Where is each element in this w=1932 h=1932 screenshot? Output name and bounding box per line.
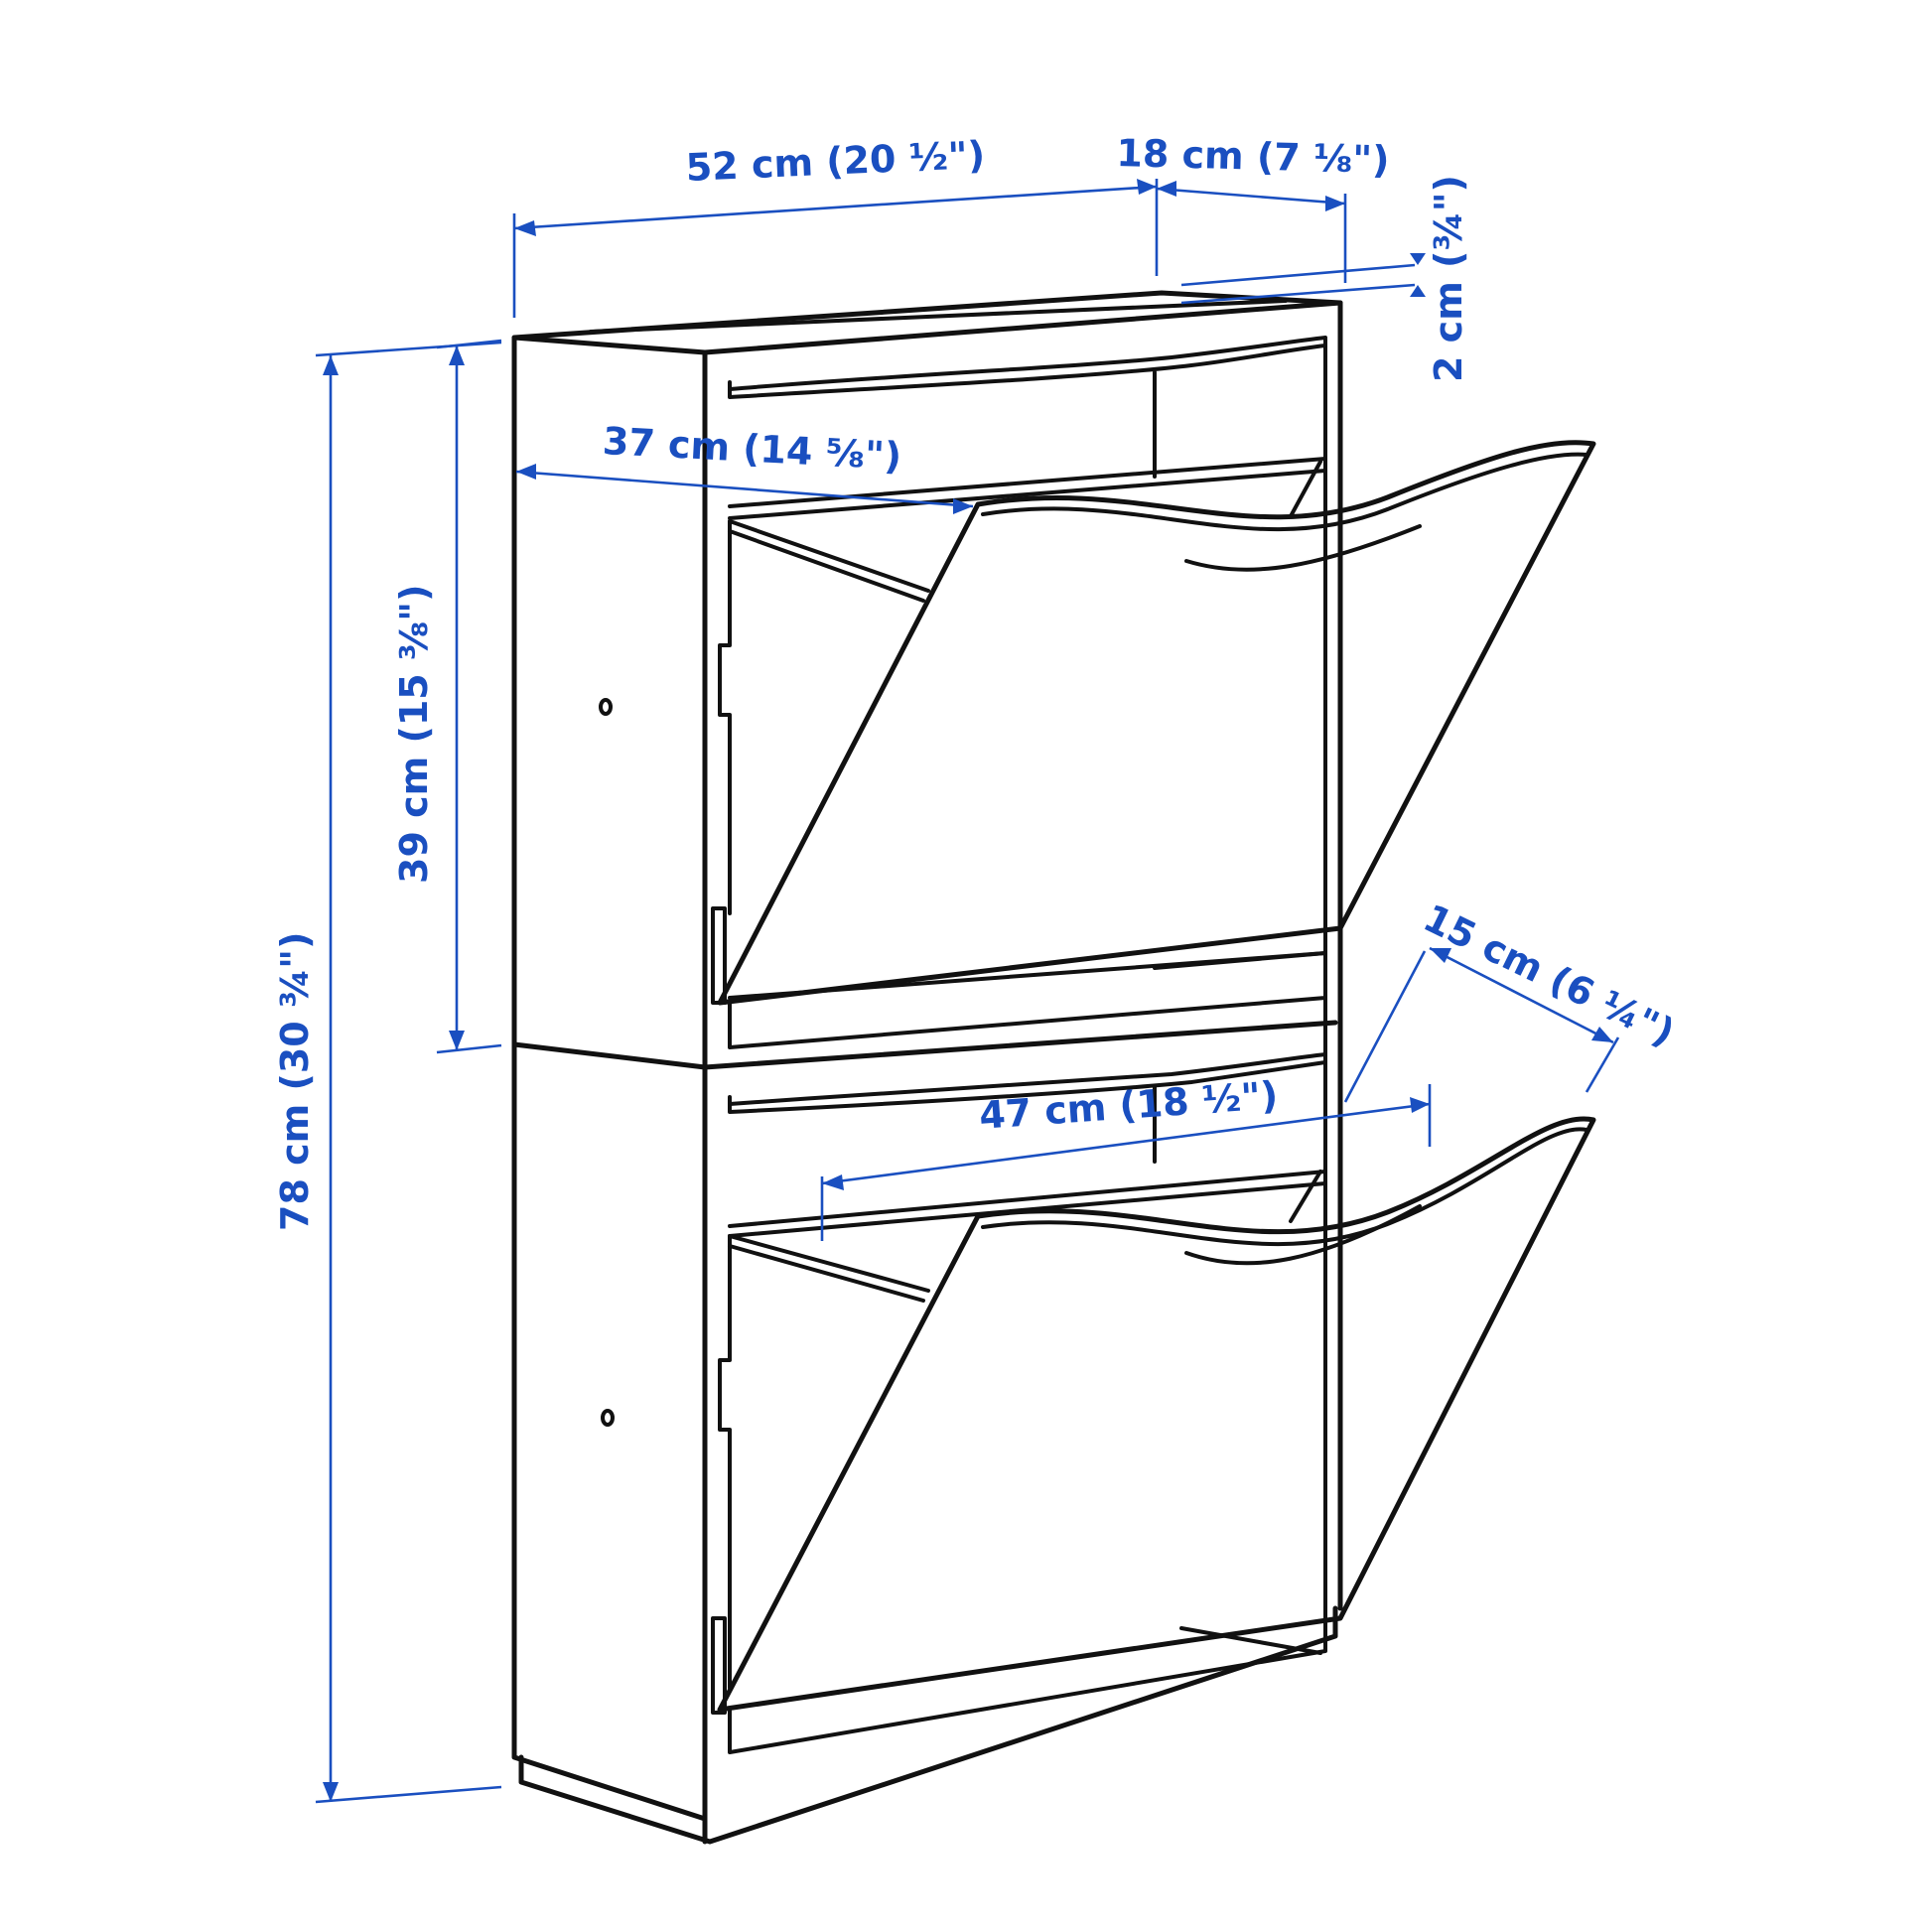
cabinet-body <box>511 290 1343 1845</box>
label-depth: 18 cm (7 ⅛") <box>1115 131 1390 183</box>
label-top-lip: 2 cm (¾") <box>1427 175 1470 382</box>
dimension-lines <box>315 179 1620 1804</box>
upper-compartment <box>711 336 1596 1049</box>
lower-compartment <box>711 1052 1596 1754</box>
label-total-height: 78 cm (30 ¾") <box>273 931 317 1231</box>
label-compartment-height: 39 cm (15 ⅜") <box>392 584 436 884</box>
